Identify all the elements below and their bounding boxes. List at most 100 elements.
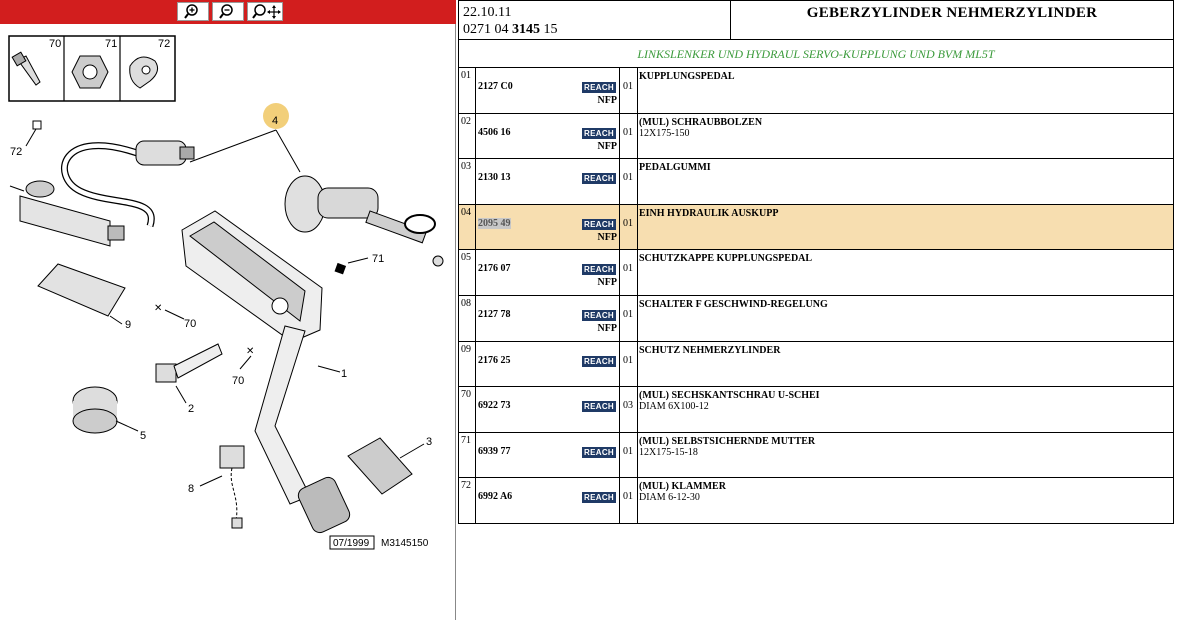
part-description: KUPPLUNGSPEDAL [639,71,735,82]
table-row[interactable]: 70 6922 73 REACH 03 (MUL) SECHSKANTSCHRAU… [458,387,1174,433]
quantity: 03 [620,387,638,432]
part-reference[interactable]: 2176 25 [478,354,511,366]
part-reference[interactable]: 2176 07 [478,263,511,275]
part-description: SCHUTZ NEHMERZYLINDER [639,344,781,356]
part-description: PEDALGUMMI [639,162,711,174]
callout-4: 4 [272,115,278,127]
part-reference[interactable]: 2127 C0 [478,81,513,92]
nfp-label: NFP [597,277,617,289]
parts-header: 22.10.11 0271 04 3145 15 GEBERZYLINDER N… [458,0,1174,40]
reach-badge: REACH [582,264,616,276]
pedal-rubber [347,437,413,495]
zoom-pan-button[interactable] [247,2,283,21]
zoom-pan-icon [252,4,281,19]
reach-badge: REACH [582,401,616,413]
part-description: SCHUTZKAPPE KUPPLUNGSPEDAL [639,253,813,265]
nfp-label: NFP [597,140,617,152]
quantity: 01 [620,204,638,250]
reach-badge: REACH [582,446,616,458]
pedal-bracket [181,210,323,343]
part-reference[interactable]: 6939 77 [478,445,511,457]
part-description: SCHALTER F GESCHWIND-REGELUNG [639,298,828,310]
part-reference[interactable]: 2127 78 [478,308,511,320]
header-date: 22.10.11 [463,5,512,20]
nut-icon [71,55,109,89]
protective-cap [72,386,118,434]
callout-5: 5 [140,430,146,442]
row-index: 04 [459,204,476,250]
quantity: 01 [620,341,638,387]
diagram-toolbar [0,0,456,24]
callout-9: 9 [125,319,131,331]
legend-num-71: 71 [105,38,117,50]
row-index: 71 [459,432,476,478]
zoom-out-button[interactable] [212,2,244,21]
part-detail: DIAM 6X100-12 [639,401,709,413]
row-index: 02 [459,113,476,159]
reach-badge: REACH [582,173,616,185]
bolt-icon [11,51,41,86]
date-box [329,535,375,550]
parts-list-pane: 22.10.11 0271 04 3145 15 GEBERZYLINDER N… [458,0,1174,620]
row-index: 09 [459,341,476,387]
quantity: 01 [620,295,638,341]
row-index: 70 [459,387,476,432]
speed-control-switch [219,445,245,529]
variant-subtitle: LINKSLENKER UND HYDRAUL SERVO-KUPPLUNG U… [458,40,1174,68]
hydraulic-hose [61,142,155,228]
slave-cylinder [135,140,195,166]
part-reference[interactable]: 6992 A6 [478,491,513,503]
master-cylinder [19,180,125,247]
row-index: 05 [459,250,476,295]
nfp-label: NFP [597,231,617,243]
part-description: (MUL) KLAMMER [639,481,726,493]
code-bold: 3145 [512,22,540,37]
clip-marker [32,120,42,130]
code-prefix: 0271 04 [463,22,512,37]
part-description: (MUL) SECHSKANTSCHRAU U-SCHEI [639,390,820,402]
row-index: 08 [459,295,476,341]
screw-marker: ✕ [154,303,162,314]
reach-badge: REACH [582,492,616,504]
nfp-label: NFP [597,322,617,334]
legend-num-72: 72 [158,38,170,50]
leader-line [275,129,301,173]
part-description: EINH HYDRAULIK AUSKUPP [639,207,779,219]
part-description: (MUL) SELBSTSICHERNDE MUTTER [639,435,816,447]
callout-8: 8 [188,483,194,495]
part-reference[interactable]: 2130 13 [478,172,511,184]
protective-cover [37,263,126,317]
part-reference[interactable]: 4506 16 [478,126,511,138]
exploded-parts-diagram: 70 71 72 4 72 [8,35,444,550]
reach-badge: REACH [582,309,616,321]
screw-marker: ✕ [246,346,254,357]
callout-2: 2 [188,403,194,415]
zoom-in-button[interactable] [177,2,209,21]
selected-callout-marker [263,103,289,129]
row-index: 03 [459,159,476,204]
row-index: 01 [459,68,476,113]
reach-badge: REACH [582,127,616,139]
quantity: 01 [620,478,638,523]
quantity: 01 [620,113,638,159]
quantity: 01 [620,250,638,295]
callout-71: 71 [372,253,384,265]
code-suffix: 15 [540,22,558,37]
small-parts-legend: 70 71 72 [8,35,176,102]
callout-70-b: 70 [232,375,244,387]
pivot-bolt [155,343,223,383]
part-reference[interactable]: 6922 73 [478,400,511,412]
clip-icon [129,56,159,89]
zoom-out-icon [219,4,233,19]
part-reference[interactable]: 2095 49 [478,217,511,229]
